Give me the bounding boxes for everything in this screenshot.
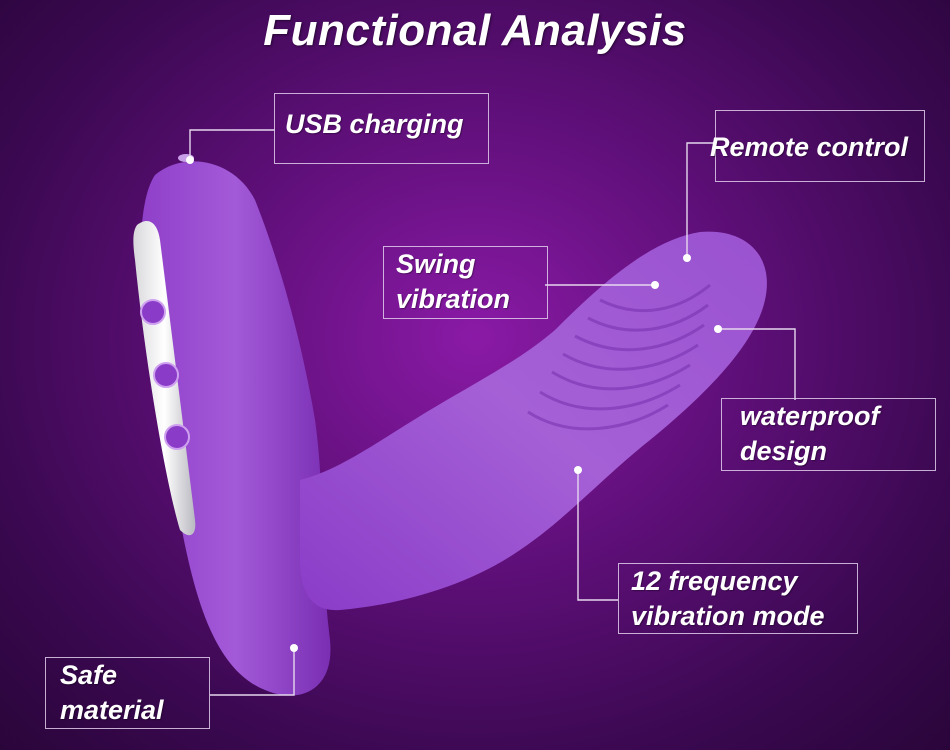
control-buttons	[140, 299, 190, 450]
frequency-mode-label: 12 frequency vibration mode	[618, 563, 858, 634]
waterproof-design-label: waterproof design	[721, 398, 936, 471]
leader-dots	[186, 156, 722, 652]
remote-control-label: Remote control	[710, 110, 925, 182]
usb-charging-label: USB charging	[274, 93, 489, 164]
swing-vibration-label: Swing vibration	[383, 246, 548, 319]
ribbed-texture	[527, 283, 711, 431]
page-title: Functional Analysis	[263, 6, 687, 55]
insertable-arm	[300, 231, 767, 611]
safe-material-label: Safe material	[45, 657, 210, 729]
handle-body	[139, 161, 331, 696]
leader-lines	[189, 129, 796, 696]
